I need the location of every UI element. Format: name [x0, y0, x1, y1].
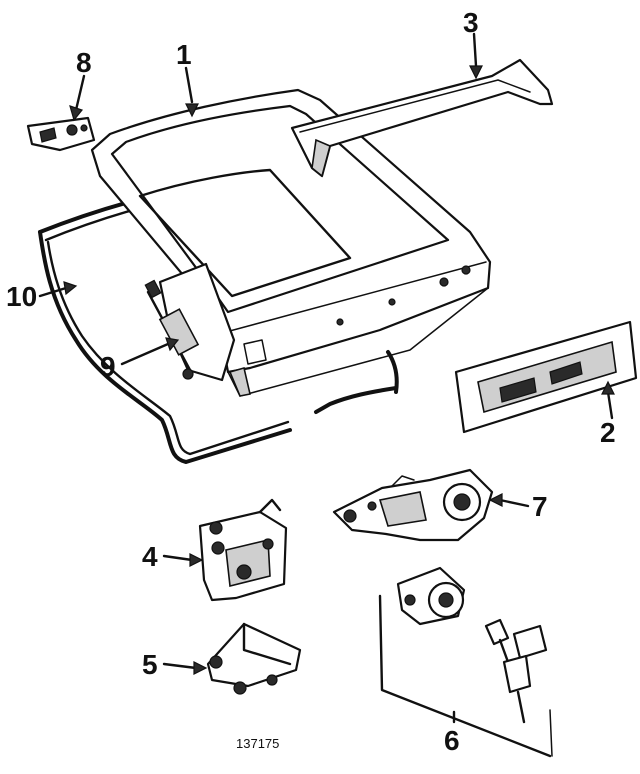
latch-release-assembly: [332, 468, 494, 542]
rear-spoiler: [290, 58, 554, 178]
callout-5: 5: [142, 649, 158, 680]
callout-7: 7: [532, 491, 548, 522]
callout-9: 9: [100, 351, 116, 382]
callout-4: 4: [142, 541, 158, 572]
callout-1: 1: [176, 39, 192, 70]
leader-lines: [38, 32, 615, 724]
callout-2: 2: [600, 417, 616, 448]
callout-8: 8: [76, 47, 92, 78]
callout-6: 6: [444, 725, 460, 756]
latch: [198, 498, 288, 602]
part-number: 137175: [236, 736, 279, 751]
callout-3: 3: [463, 7, 479, 38]
support-strut: [144, 262, 236, 382]
liftgate-frame: [90, 88, 492, 397]
license-lamp-housing: [454, 320, 638, 434]
lock-cylinder-set: [378, 566, 553, 758]
hinge-bracket: [26, 116, 96, 152]
striker: [206, 622, 302, 695]
callout-10: 10: [6, 281, 37, 312]
